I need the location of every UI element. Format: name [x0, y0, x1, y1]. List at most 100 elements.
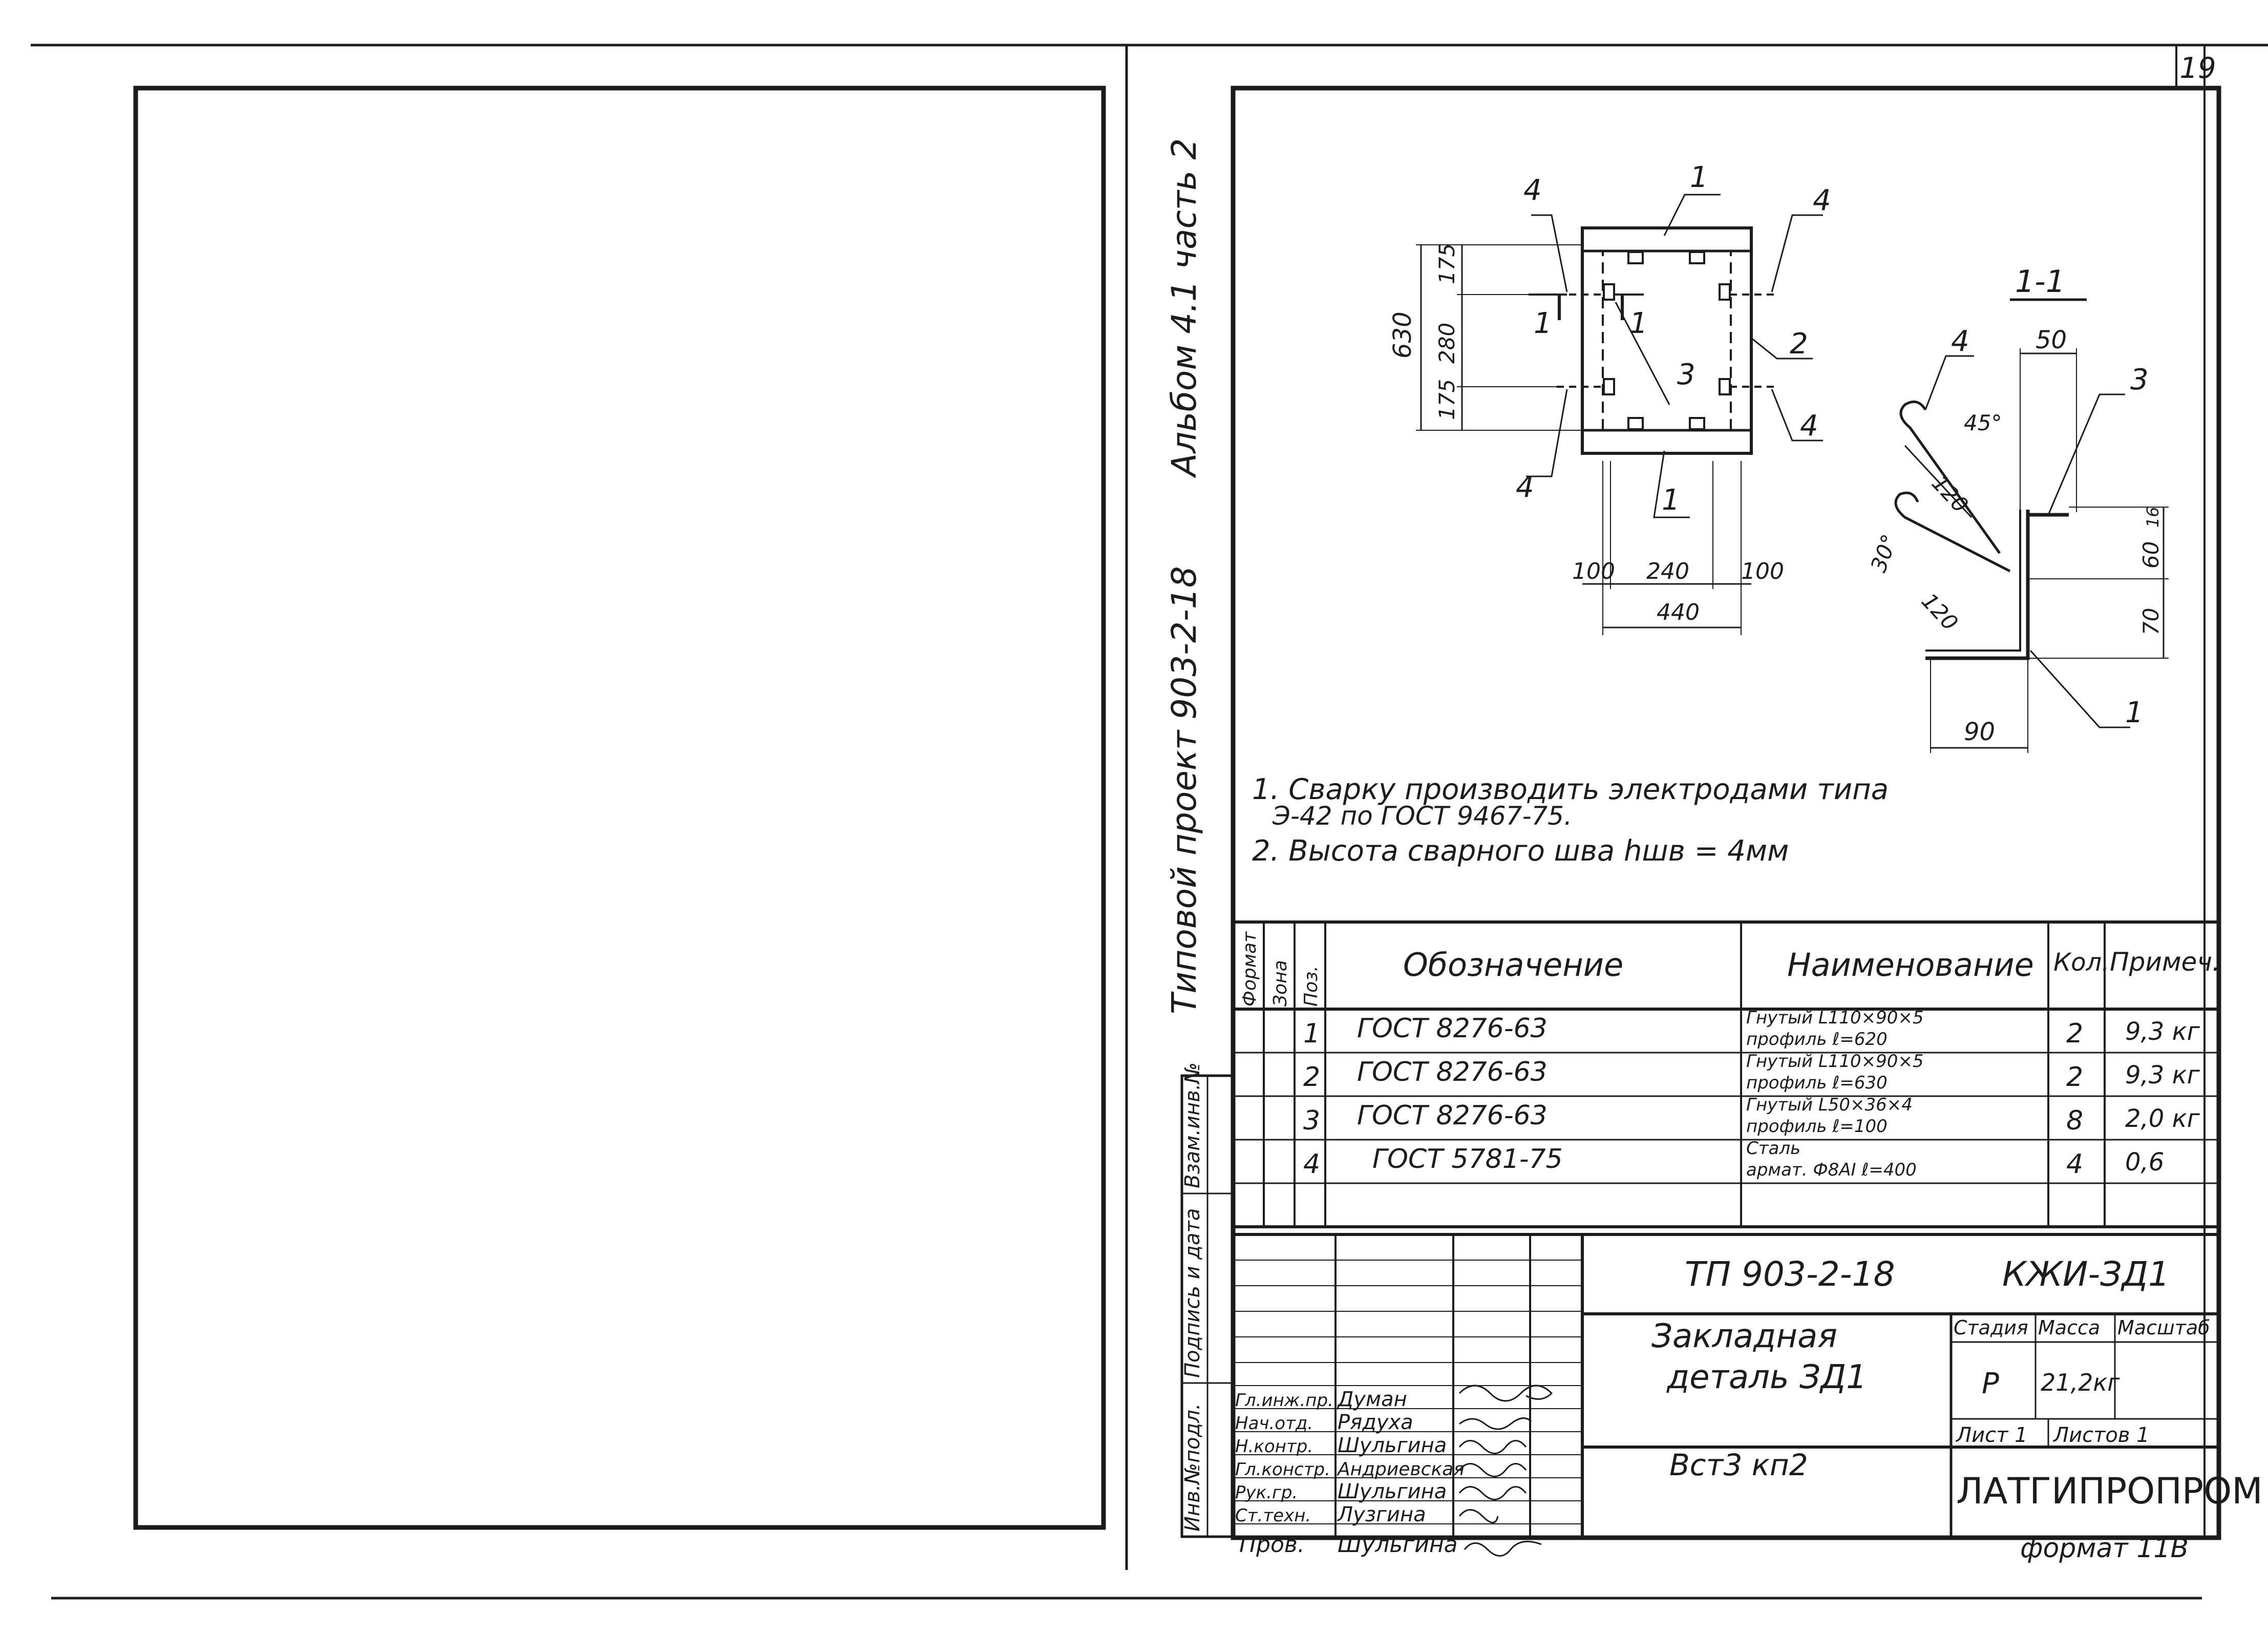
name-3: Андриевская: [1337, 1459, 1465, 1480]
signature: [1458, 1463, 1527, 1477]
dim-120-lower: 120: [1917, 588, 1963, 635]
role-6: Пров.: [1239, 1532, 1305, 1558]
angle-30: 30°: [1866, 531, 1902, 576]
plan-outer-plate: [1581, 226, 1753, 455]
row-designation: ГОСТ 5781-75: [1372, 1144, 1563, 1175]
row-note: 2,0 кг: [2125, 1104, 2200, 1133]
leader-line: [1653, 450, 1690, 518]
leader-line: [1615, 302, 1670, 405]
small-angle: [1603, 378, 1615, 395]
mass-value: 21,2кг: [2041, 1369, 2120, 1396]
header-qty: Кол.: [2053, 948, 2109, 977]
role-0: Гл.инж.пр.: [1235, 1390, 1333, 1411]
spec-table: Формат Зона Поз. Обозначение Наименовани…: [1233, 920, 2220, 1228]
angle-45: 45°: [1964, 410, 2002, 435]
row-designation: ГОСТ 8276-63: [1357, 1100, 1548, 1131]
row-designation: ГОСТ 8276-63: [1357, 1013, 1548, 1044]
signature: [1458, 1486, 1527, 1500]
name-5: Лузгина: [1337, 1503, 1426, 1526]
dim-50: 50: [2036, 326, 2067, 354]
note-line-2: Э-42 по ГОСТ 9467-75.: [1272, 801, 1572, 831]
section-label-4: 4: [1951, 325, 1969, 358]
row-name-2: профиль ℓ=630: [1746, 1073, 1888, 1093]
dim-175-bottom: 175: [1434, 379, 1459, 420]
small-angle: [1603, 283, 1615, 301]
section-profile: [1925, 510, 2030, 660]
album-label: Альбом 4.1 часть 2: [1164, 138, 1204, 478]
section-profile-inner: [1925, 510, 2021, 652]
margin-label-replace: Взам.инв.№: [1181, 1062, 1204, 1188]
signature: [1458, 1385, 1553, 1402]
row-qty: 4: [2066, 1149, 2083, 1180]
dim-100-right: 100: [1741, 558, 1784, 584]
pos-label-1-bottom: 1: [1662, 484, 1680, 517]
material: Вст3 кп2: [1669, 1448, 1808, 1482]
dim-440: 440: [1657, 599, 1700, 625]
small-angle: [1627, 251, 1644, 264]
header-name: Наименование: [1787, 946, 2034, 983]
row-name-2: армат. Ф8АI ℓ=400: [1746, 1160, 1917, 1180]
margin-label-inv: Инв.№подл.: [1181, 1403, 1204, 1532]
anchor-upper: [1899, 400, 2001, 554]
scale-header: Масштаб: [2117, 1316, 2210, 1339]
pos-label-4d: 4: [1800, 409, 1818, 443]
organization: ЛАТГИПРОПРОМ: [1956, 1470, 2263, 1512]
row-name-1: Гнутый L110×90×5: [1746, 1051, 1924, 1072]
leader-line: [1751, 337, 1813, 360]
row-pos: 2: [1303, 1062, 1320, 1093]
row-pos: 1: [1303, 1018, 1320, 1049]
header-designation: Обозначение: [1403, 946, 1623, 983]
leader-line: [1526, 389, 1568, 477]
leader-line: [2047, 393, 2125, 515]
sheet-number: 19: [2179, 52, 2216, 85]
dim-line: [1904, 445, 1973, 518]
leader-line: [1771, 389, 1823, 442]
dim-70: 70: [2138, 608, 2164, 635]
plan-dashed-profile: [1602, 250, 1732, 431]
small-angle: [1719, 378, 1731, 395]
row-name-2: профиль ℓ=100: [1746, 1116, 1888, 1137]
sheet-value: Лист 1: [1955, 1423, 2028, 1447]
title-block: Гл.инж.пр. Думан Нач.отд. Рядуха Н.контр…: [1232, 1233, 2263, 1564]
pos-label-4a: 4: [1523, 174, 1542, 207]
leader-line: [1924, 355, 1974, 410]
signature: [1459, 1417, 1532, 1430]
row-name-1: Гнутый L110×90×5: [1746, 1008, 1924, 1028]
row-pos: 4: [1303, 1149, 1320, 1180]
row-qty: 2: [2066, 1062, 2083, 1093]
row-qty: 2: [2066, 1018, 2083, 1049]
dim-630: 630: [1388, 311, 1417, 359]
row-name-1: Гнутый L50×36×4: [1746, 1095, 1913, 1115]
margin-label-sign: Подпись и дата: [1181, 1208, 1204, 1378]
pos-label-4b: 4: [1813, 184, 1831, 217]
anchor-lower: [1894, 491, 2011, 573]
signature: [1458, 1440, 1527, 1454]
row-name-1: Сталь: [1746, 1138, 1800, 1159]
project-code: ТП 903-2-18: [1685, 1254, 1895, 1294]
section-label-3: 3: [2130, 363, 2149, 396]
name-4: Шульгина: [1338, 1480, 1447, 1503]
small-angle: [1689, 251, 1705, 264]
mass-header: Масса: [2038, 1316, 2100, 1339]
cut-label-left: 1: [1534, 307, 1552, 340]
pos-label-2: 2: [1790, 327, 1808, 361]
small-angle: [1719, 283, 1731, 301]
signature: [1464, 1540, 1542, 1557]
pos-label-4c: 4: [1516, 471, 1534, 504]
pos-label-3: 3: [1677, 358, 1695, 391]
row-pos: 3: [1303, 1105, 1320, 1136]
stage-header: Стадия: [1954, 1316, 2028, 1339]
row-note: 0,6: [2125, 1148, 2164, 1177]
section-title: 1-1: [2015, 264, 2065, 300]
role-5: Ст.техн.: [1235, 1505, 1311, 1526]
dim-280: 280: [1434, 323, 1459, 364]
role-3: Гл.констр.: [1235, 1459, 1330, 1480]
leader-line: [1531, 214, 1568, 292]
role-4: Рук.гр.: [1235, 1482, 1298, 1503]
dim-175-top: 175: [1434, 243, 1459, 284]
leader-line: [1771, 214, 1823, 292]
name-0: Думан: [1337, 1388, 1407, 1411]
header-pos: Поз.: [1301, 966, 1322, 1007]
title-line-1: Закладная: [1651, 1317, 1837, 1355]
name-1: Рядуха: [1338, 1411, 1413, 1434]
